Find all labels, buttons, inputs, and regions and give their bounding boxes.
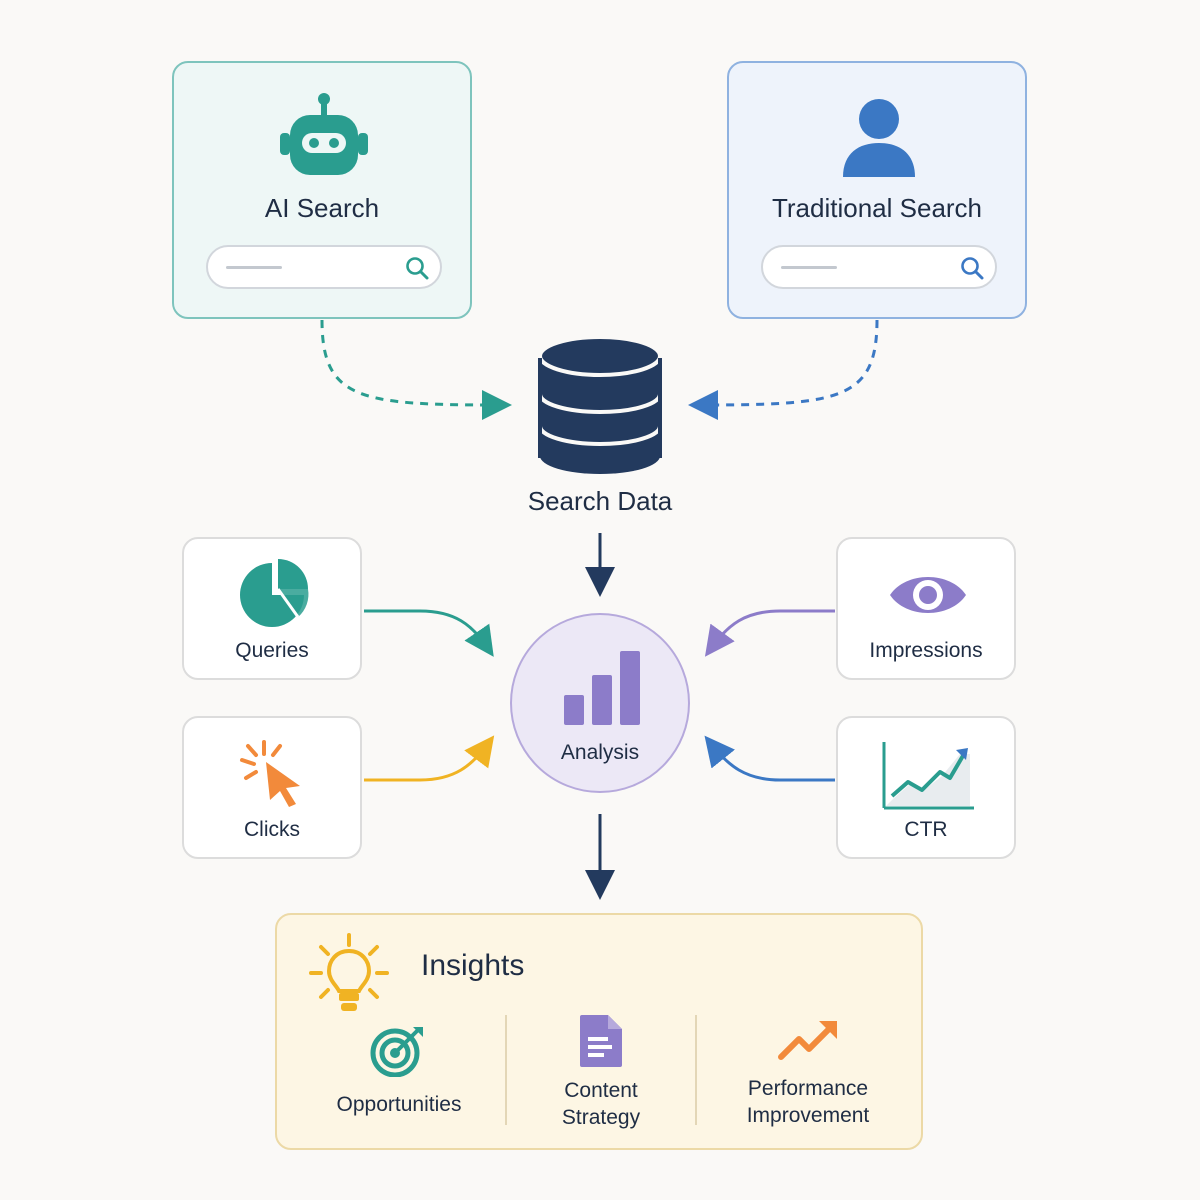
- ai-search-card: AI Search: [172, 61, 472, 319]
- target-icon: [370, 1027, 423, 1077]
- search-data-label: Search Data: [527, 486, 673, 516]
- clicks-card: Clicks: [182, 716, 362, 859]
- performance-label-line1: Performance: [747, 1077, 869, 1100]
- search-icon: [406, 257, 429, 280]
- content-strategy-label-line1: Content: [564, 1079, 638, 1102]
- ctr-card: CTR: [836, 716, 1016, 859]
- robot-icon: [280, 93, 368, 175]
- bar-chart-icon: [564, 651, 640, 725]
- person-icon: [843, 99, 915, 177]
- traditional-search-title: Traditional Search: [771, 193, 983, 223]
- search-icon: [961, 257, 984, 280]
- ctr-to-analysis-arrow: [704, 735, 835, 782]
- insights-divider: [695, 1015, 697, 1125]
- impressions-label: Impressions: [869, 639, 983, 662]
- performance-label-line2: Improvement: [746, 1104, 870, 1127]
- insight-performance-improvement: Performance Improvement: [701, 1019, 915, 1129]
- insights-panel: Insights Opportunities Content Strat: [275, 913, 923, 1150]
- database-icon: [538, 335, 662, 474]
- insight-opportunities: Opportunities: [297, 1025, 501, 1118]
- insights-divider: [505, 1015, 507, 1125]
- ai-search-title: AI Search: [264, 193, 380, 223]
- cursor-click-icon: [240, 740, 300, 807]
- insights-title: Insights: [421, 949, 525, 982]
- clicks-label: Clicks: [244, 818, 300, 841]
- traditional-search-card: Traditional Search: [727, 61, 1027, 319]
- ctr-label: CTR: [904, 818, 948, 841]
- content-strategy-label-line2: Strategy: [561, 1106, 641, 1129]
- insight-content-strategy: Content Strategy: [509, 1013, 693, 1131]
- traditional-to-data-arrow: [688, 319, 879, 420]
- trend-up-icon: [778, 1021, 837, 1060]
- traditional-search-input[interactable]: [761, 245, 997, 289]
- queries-to-analysis-arrow: [364, 609, 494, 657]
- eye-icon: [890, 577, 966, 613]
- analysis-label: Analysis: [560, 741, 640, 764]
- document-icon: [580, 1015, 622, 1067]
- impressions-to-analysis-arrow: [704, 609, 835, 657]
- ai-to-data-arrow: [320, 319, 512, 420]
- search-placeholder-line: [226, 266, 282, 269]
- clicks-to-analysis-arrow: [364, 735, 495, 782]
- queries-label: Queries: [235, 639, 309, 662]
- ai-search-input[interactable]: [206, 245, 442, 289]
- lightbulb-icon: [309, 933, 389, 1011]
- queries-card: Queries: [182, 537, 362, 680]
- impressions-card: Impressions: [836, 537, 1016, 680]
- opportunities-label: Opportunities: [336, 1093, 462, 1116]
- analysis-node: Analysis: [510, 613, 690, 793]
- search-placeholder-line: [781, 266, 837, 269]
- line-chart-icon: [882, 742, 974, 810]
- pie-chart-icon: [240, 559, 309, 627]
